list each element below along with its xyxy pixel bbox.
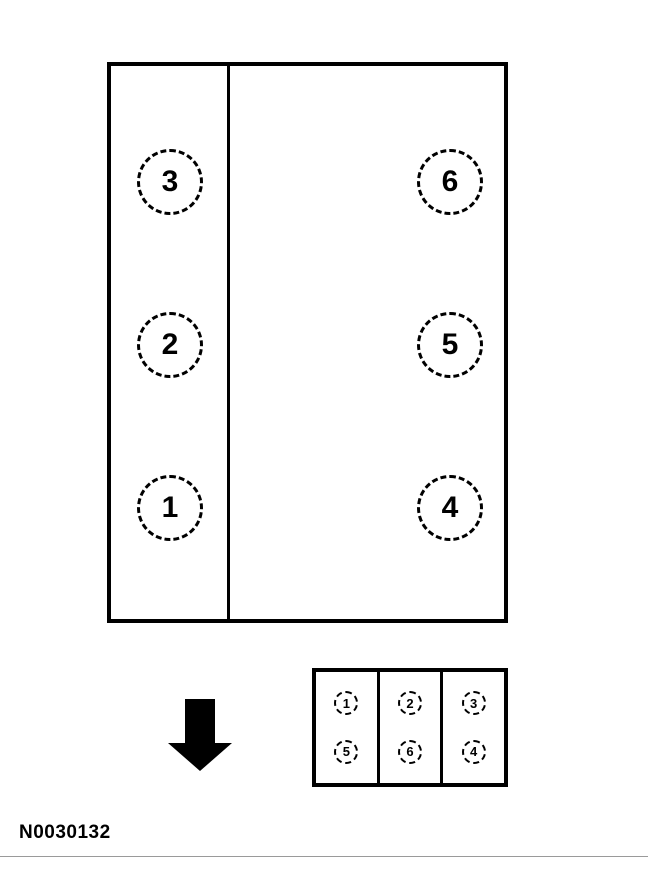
- coil-terminal-number: 4: [470, 744, 478, 760]
- coil-terminal-number: 6: [406, 744, 414, 760]
- front-of-engine-arrow-icon: [168, 699, 232, 771]
- coil-pack-terminal-table: 1 5 2 6 3 4: [312, 668, 508, 787]
- coil-terminal-bottom: 5: [334, 739, 359, 764]
- cylinder-number: 4: [441, 491, 459, 524]
- cylinder-circle-right-3: 4: [417, 475, 483, 541]
- coil-terminal-number: 5: [342, 744, 350, 760]
- coil-terminal-top: 1: [334, 691, 359, 716]
- coil-pack-column-1: 1 5: [316, 672, 380, 783]
- coil-terminal-number: 3: [470, 695, 478, 711]
- cylinder-number: 3: [161, 165, 179, 198]
- cylinder-circle-left-2: 2: [137, 312, 203, 378]
- coil-terminal-top: 2: [398, 691, 422, 716]
- coil-terminal-top: 3: [461, 691, 486, 716]
- cylinder-circle-left-3: 1: [137, 475, 203, 541]
- coil-terminal-number: 1: [342, 695, 350, 711]
- cylinder-circle-right-1: 6: [417, 149, 483, 215]
- cylinder-number: 1: [161, 491, 179, 524]
- coil-terminal-bottom: 4: [461, 739, 486, 764]
- coil-terminal-bottom: 6: [398, 739, 422, 764]
- footer-divider: [0, 856, 648, 857]
- coil-pack-column-2: 2 6: [380, 672, 444, 783]
- cylinder-number: 6: [441, 165, 459, 198]
- cylinder-circle-right-2: 5: [417, 312, 483, 378]
- coil-pack-column-3: 3 4: [443, 672, 504, 783]
- coil-terminal-number: 2: [406, 695, 414, 711]
- cylinder-number: 5: [441, 328, 459, 361]
- cylinder-circle-left-1: 3: [137, 149, 203, 215]
- figure-id-label: N0030132: [19, 822, 111, 843]
- cylinder-number: 2: [161, 328, 179, 361]
- cylinder-bank-divider: [227, 62, 230, 623]
